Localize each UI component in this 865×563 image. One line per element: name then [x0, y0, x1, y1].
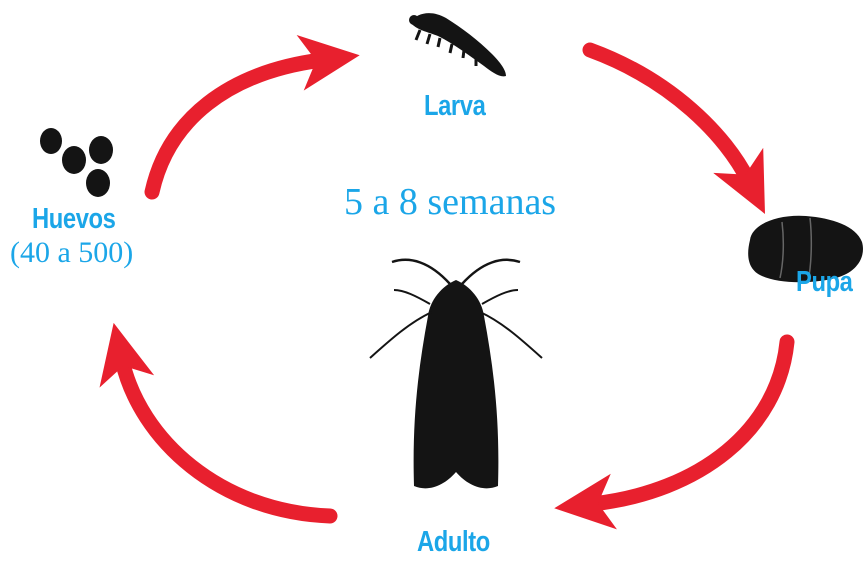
stage-label-larva: Larva — [424, 90, 486, 122]
arrow-larva-to-pupa — [582, 42, 766, 214]
pupa-icon — [748, 215, 863, 283]
egg-count-text: (40 a 500) — [10, 236, 134, 269]
arrow-huevos-to-larva — [144, 35, 360, 200]
stage-label-pupa: Pupa — [796, 266, 853, 298]
arrow-adulto-to-huevos — [99, 322, 338, 524]
stage-label-huevos: Huevos — [32, 203, 116, 235]
stage-label-adulto: Adulto — [417, 526, 490, 558]
moth-icon — [369, 258, 543, 489]
caterpillar-icon — [409, 13, 506, 77]
eggs-icon — [40, 128, 113, 197]
arrow-pupa-to-adulto — [554, 334, 795, 530]
duration-text: 5 a 8 semanas — [344, 181, 557, 223]
